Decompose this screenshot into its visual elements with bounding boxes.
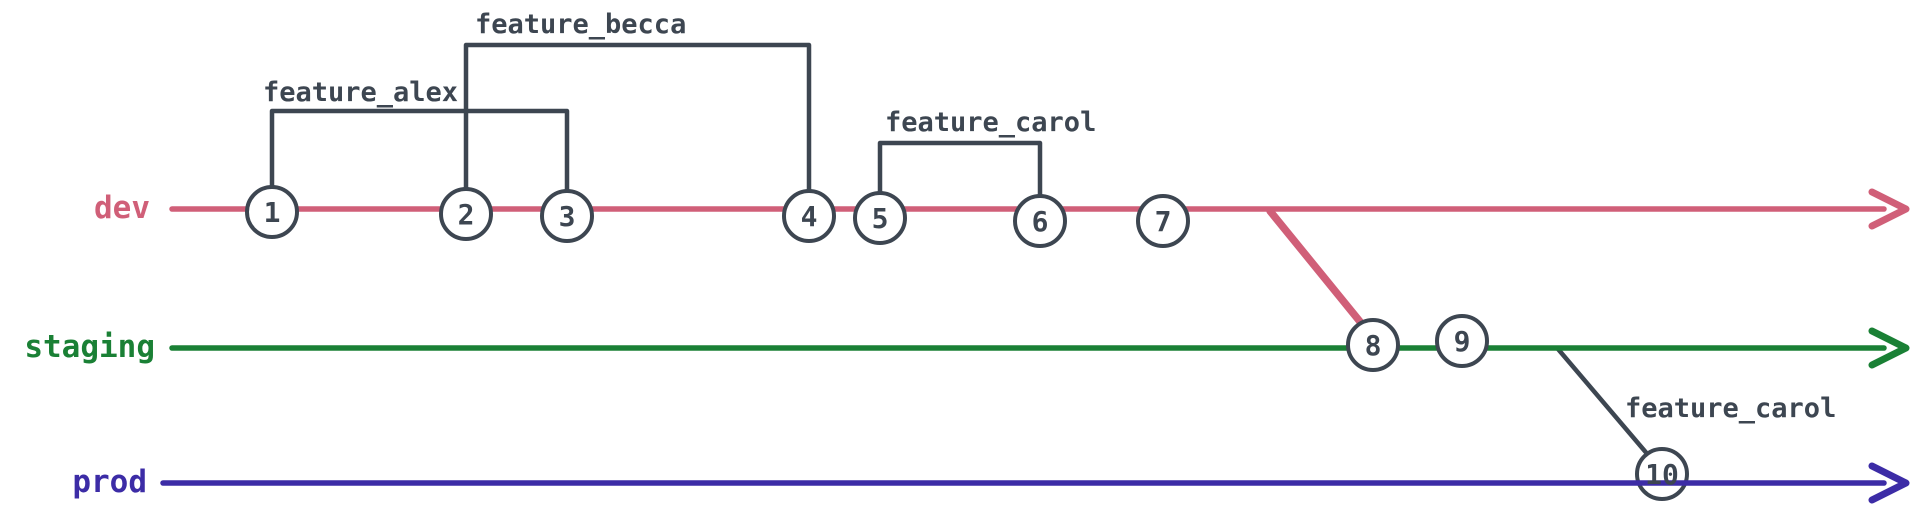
commit-circle-3 [540,189,594,243]
commit-number-7: 7 [1155,205,1172,238]
commit-number-1: 1 [264,196,281,229]
commit-circle-5 [853,191,907,245]
staging-branch-arrowhead-icon [1868,327,1910,369]
feature-branch-bracket-alex [269,108,570,219]
commit-number-5: 5 [872,202,889,235]
dev-branch-arrowhead-icon [1868,188,1910,230]
commit-circle-7 [1136,194,1190,248]
merge-edge-dev-to-staging [1266,207,1370,333]
feature-branch-bracket-carol [877,140,1043,224]
commit-circle-10 [1635,447,1689,501]
commit-number-4: 4 [801,200,818,233]
commit-circle-8 [1346,318,1400,372]
commit-number-10: 10 [1645,458,1679,491]
commit-number-8: 8 [1365,329,1382,362]
prod-branch-arrowhead-icon [1868,462,1910,504]
commit-circle-6 [1013,194,1067,248]
commit-number-9: 9 [1454,325,1471,358]
branch-label-dev: dev [94,190,150,226]
feature-label-carol: feature_carol [885,107,1096,138]
feature-label-alex: feature_alex [263,77,458,108]
commit-number-6: 6 [1032,205,1049,238]
commit-circle-2 [439,187,493,241]
commit-number-2: 2 [458,198,475,231]
branch-label-prod: prod [72,464,147,500]
branch-label-staging: staging [24,329,155,365]
feature-label-becca: feature_becca [475,9,686,40]
merge-edge-staging-to-prod [1555,346,1652,459]
commit-circle-1 [245,185,299,239]
commit-number-3: 3 [559,200,576,233]
feature-branch-bracket-becca [463,42,812,219]
feature-label-carol-merge: feature_carol [1625,393,1836,424]
commit-circle-9 [1435,314,1489,368]
commit-circle-4 [782,189,836,243]
